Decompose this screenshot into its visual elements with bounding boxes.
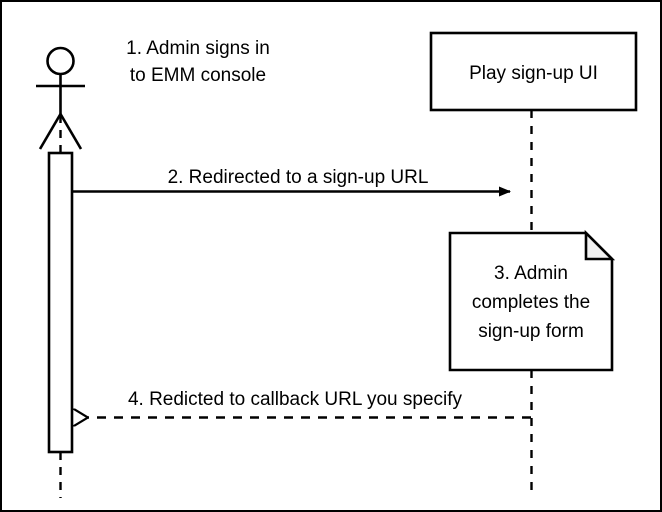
message-4[interactable]: 4. Redicted to callback URL you specify [88,389,531,418]
message-4-label: 4. Redicted to callback URL you specify [128,389,463,410]
note-3-line-2: completes the [472,292,590,313]
note-3-line-3: sign-up form [478,321,584,342]
admin-caption-line-1: 1. Admin signs in [126,38,270,59]
note-3-line-1: 3. Admin [494,263,568,284]
note-3-fold-icon [584,229,616,261]
play-signup-ui-box[interactable]: Play sign-up UI [429,31,638,112]
actor-leg-right-icon [59,113,83,150]
admin-completes-form-note[interactable]: 3. Admin completes the sign-up form [448,229,616,372]
admin-activation-bar [47,151,74,454]
play-signup-ui-rect [429,31,638,112]
admin-actor-caption: 1. Admin signs in to EMM console [126,38,270,86]
actor-leg-left-icon [38,113,62,150]
message-2-label: 2. Redirected to a sign-up URL [168,167,429,188]
admin-caption-line-2: to EMM console [130,65,266,86]
actor-head-icon [46,46,75,76]
message-2[interactable]: 2. Redirected to a sign-up URL [72,167,511,197]
play-signup-ui-label: Play sign-up UI [469,63,598,84]
admin-actor[interactable] [36,46,85,150]
note-3-body [448,231,614,372]
